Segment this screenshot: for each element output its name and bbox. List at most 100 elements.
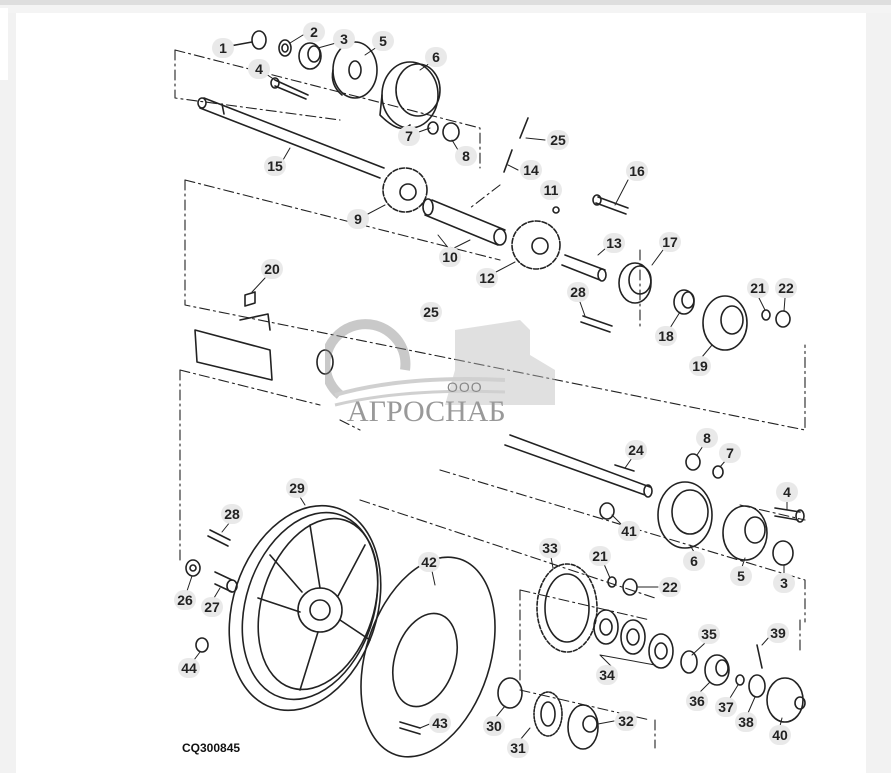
snap-ring-1 bbox=[251, 30, 267, 50]
part-callout-43: 43 bbox=[429, 713, 451, 733]
callout-number: 44 bbox=[178, 658, 200, 678]
part-callout-21: 21 bbox=[589, 546, 611, 566]
top-strip bbox=[0, 5, 891, 13]
callout-number: 4 bbox=[776, 482, 798, 502]
callout-number: 22 bbox=[659, 577, 681, 597]
part-callout-19: 19 bbox=[689, 356, 711, 376]
part-callout-32: 32 bbox=[615, 711, 637, 731]
watermark-name: АГРОСНАБ bbox=[347, 395, 506, 428]
part-callout-9: 9 bbox=[347, 209, 369, 229]
part-callout-44: 44 bbox=[178, 658, 200, 678]
callout-number: 6 bbox=[425, 47, 447, 67]
callout-number: 1 bbox=[212, 38, 234, 58]
part-callout-38: 38 bbox=[735, 712, 757, 732]
callout-number: 5 bbox=[730, 566, 752, 586]
callout-number: 20 bbox=[261, 259, 283, 279]
callout-number: 41 bbox=[618, 521, 640, 541]
callout-number: 13 bbox=[603, 233, 625, 253]
part-callout-4: 4 bbox=[776, 482, 798, 502]
callout-number: 11 bbox=[540, 180, 562, 200]
part-callout-22: 22 bbox=[659, 577, 681, 597]
part-callout-3: 3 bbox=[333, 29, 355, 49]
part-callout-28: 28 bbox=[221, 504, 243, 524]
callout-number: 5 bbox=[372, 31, 394, 51]
part-callout-6: 6 bbox=[425, 47, 447, 67]
callout-number: 15 bbox=[264, 156, 286, 176]
callout-number: 31 bbox=[507, 738, 529, 758]
part-callout-20: 20 bbox=[261, 259, 283, 279]
callout-number: 40 bbox=[769, 725, 791, 745]
callout-number: 9 bbox=[347, 209, 369, 229]
part-callout-33: 33 bbox=[539, 538, 561, 558]
part-callout-4: 4 bbox=[248, 59, 270, 79]
part-callout-2: 2 bbox=[303, 22, 325, 42]
watermark-logo bbox=[325, 319, 555, 407]
callout-number: 8 bbox=[696, 428, 718, 448]
callout-number: 27 bbox=[201, 597, 223, 617]
part-callout-5: 5 bbox=[730, 566, 752, 586]
callout-number: 30 bbox=[483, 716, 505, 736]
callout-number: 7 bbox=[719, 443, 741, 463]
part-callout-12: 12 bbox=[476, 268, 498, 288]
diagram-card bbox=[16, 13, 866, 773]
callout-number: 3 bbox=[333, 29, 355, 49]
callout-number: 26 bbox=[174, 590, 196, 610]
part-callout-1: 1 bbox=[212, 38, 234, 58]
callout-number: 37 bbox=[715, 697, 737, 717]
callout-number: 14 bbox=[520, 160, 542, 180]
part-callout-31: 31 bbox=[507, 738, 529, 758]
callout-number: 2 bbox=[303, 22, 325, 42]
part-callout-7: 7 bbox=[398, 126, 420, 146]
part-callout-16: 16 bbox=[626, 161, 648, 181]
part-callout-6: 6 bbox=[683, 551, 705, 571]
part-callout-21: 21 bbox=[747, 278, 769, 298]
callout-number: 8 bbox=[455, 146, 477, 166]
part-callout-35: 35 bbox=[698, 624, 720, 644]
watermark-prefix: ООО bbox=[447, 379, 483, 395]
callout-number: 10 bbox=[439, 247, 461, 267]
part-callout-36: 36 bbox=[686, 691, 708, 711]
figure-id: CQ300845 bbox=[182, 741, 241, 755]
part-callout-27: 27 bbox=[201, 597, 223, 617]
part-callout-15: 15 bbox=[264, 156, 286, 176]
callout-number: 3 bbox=[773, 573, 795, 593]
part-callout-13: 13 bbox=[603, 233, 625, 253]
part-callout-37: 37 bbox=[715, 697, 737, 717]
callout-number: 16 bbox=[626, 161, 648, 181]
part-callout-30: 30 bbox=[483, 716, 505, 736]
left-panel bbox=[0, 8, 8, 80]
callout-number: 25 bbox=[420, 302, 442, 322]
callout-number: 28 bbox=[567, 282, 589, 302]
callout-number: 25 bbox=[547, 130, 569, 150]
part-callout-7: 7 bbox=[719, 443, 741, 463]
callout-number: 34 bbox=[596, 665, 618, 685]
part-callout-17: 17 bbox=[659, 232, 681, 252]
callout-number: 7 bbox=[398, 126, 420, 146]
part-callout-8: 8 bbox=[455, 146, 477, 166]
callout-number: 39 bbox=[767, 623, 789, 643]
part-callout-18: 18 bbox=[655, 326, 677, 346]
part-callout-39: 39 bbox=[767, 623, 789, 643]
part-callout-25: 25 bbox=[420, 302, 442, 322]
part-callout-34: 34 bbox=[596, 665, 618, 685]
callout-number: 21 bbox=[589, 546, 611, 566]
callout-number: 4 bbox=[248, 59, 270, 79]
callout-number: 19 bbox=[689, 356, 711, 376]
callout-number: 21 bbox=[747, 278, 769, 298]
callout-number: 18 bbox=[655, 326, 677, 346]
callout-number: 22 bbox=[775, 278, 797, 298]
top-bar bbox=[0, 0, 891, 5]
callout-number: 17 bbox=[659, 232, 681, 252]
callout-number: 35 bbox=[698, 624, 720, 644]
callout-number: 32 bbox=[615, 711, 637, 731]
callout-number: 6 bbox=[683, 551, 705, 571]
callout-number: 42 bbox=[418, 552, 440, 572]
callout-number: 38 bbox=[735, 712, 757, 732]
part-callout-28: 28 bbox=[567, 282, 589, 302]
part-callout-25: 25 bbox=[547, 130, 569, 150]
part-callout-24: 24 bbox=[625, 440, 647, 460]
part-callout-42: 42 bbox=[418, 552, 440, 572]
callout-number: 43 bbox=[429, 713, 451, 733]
part-callout-3: 3 bbox=[773, 573, 795, 593]
